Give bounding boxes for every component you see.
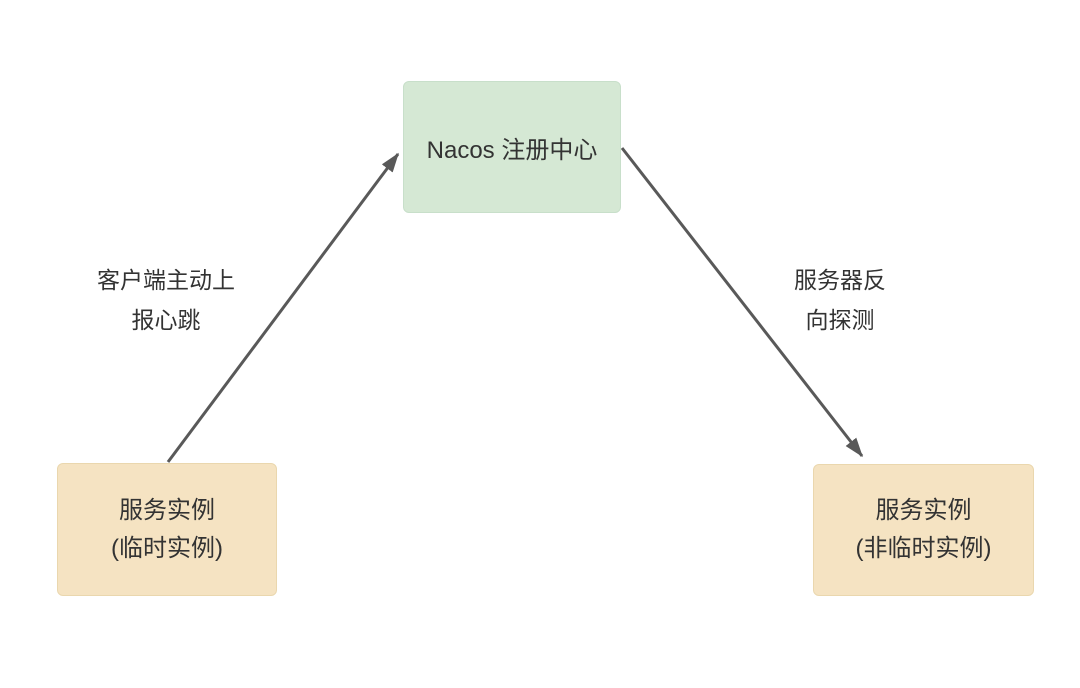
non-temporary-instance-title: 服务实例	[875, 497, 972, 524]
probe-edge-label-line1: 服务器反	[794, 267, 886, 293]
nacos-registry-label: Nacos 注册中心	[426, 136, 598, 164]
temporary-instance-title: 服务实例	[119, 496, 215, 524]
probe-edge-label-line2: 向探测	[805, 307, 875, 333]
heartbeat-edge-label-line2: 报心跳	[131, 307, 201, 333]
heartbeat-edge-label-line1: 客户端主动上	[97, 267, 235, 293]
temporary-instance-subtitle: (临时实例)	[111, 534, 223, 562]
non-temporary-instance-subtitle: (非临时实例)	[855, 535, 992, 562]
probe-edge-label: 服务器反 向探测	[730, 260, 950, 340]
heartbeat-edge-label: 客户端主动上 报心跳	[56, 260, 276, 340]
temporary-instance-node: 服务实例 (临时实例)	[57, 463, 277, 596]
non-temporary-instance-node: 服务实例 (非临时实例)	[813, 464, 1034, 596]
nacos-registry-node: Nacos 注册中心	[403, 81, 621, 213]
